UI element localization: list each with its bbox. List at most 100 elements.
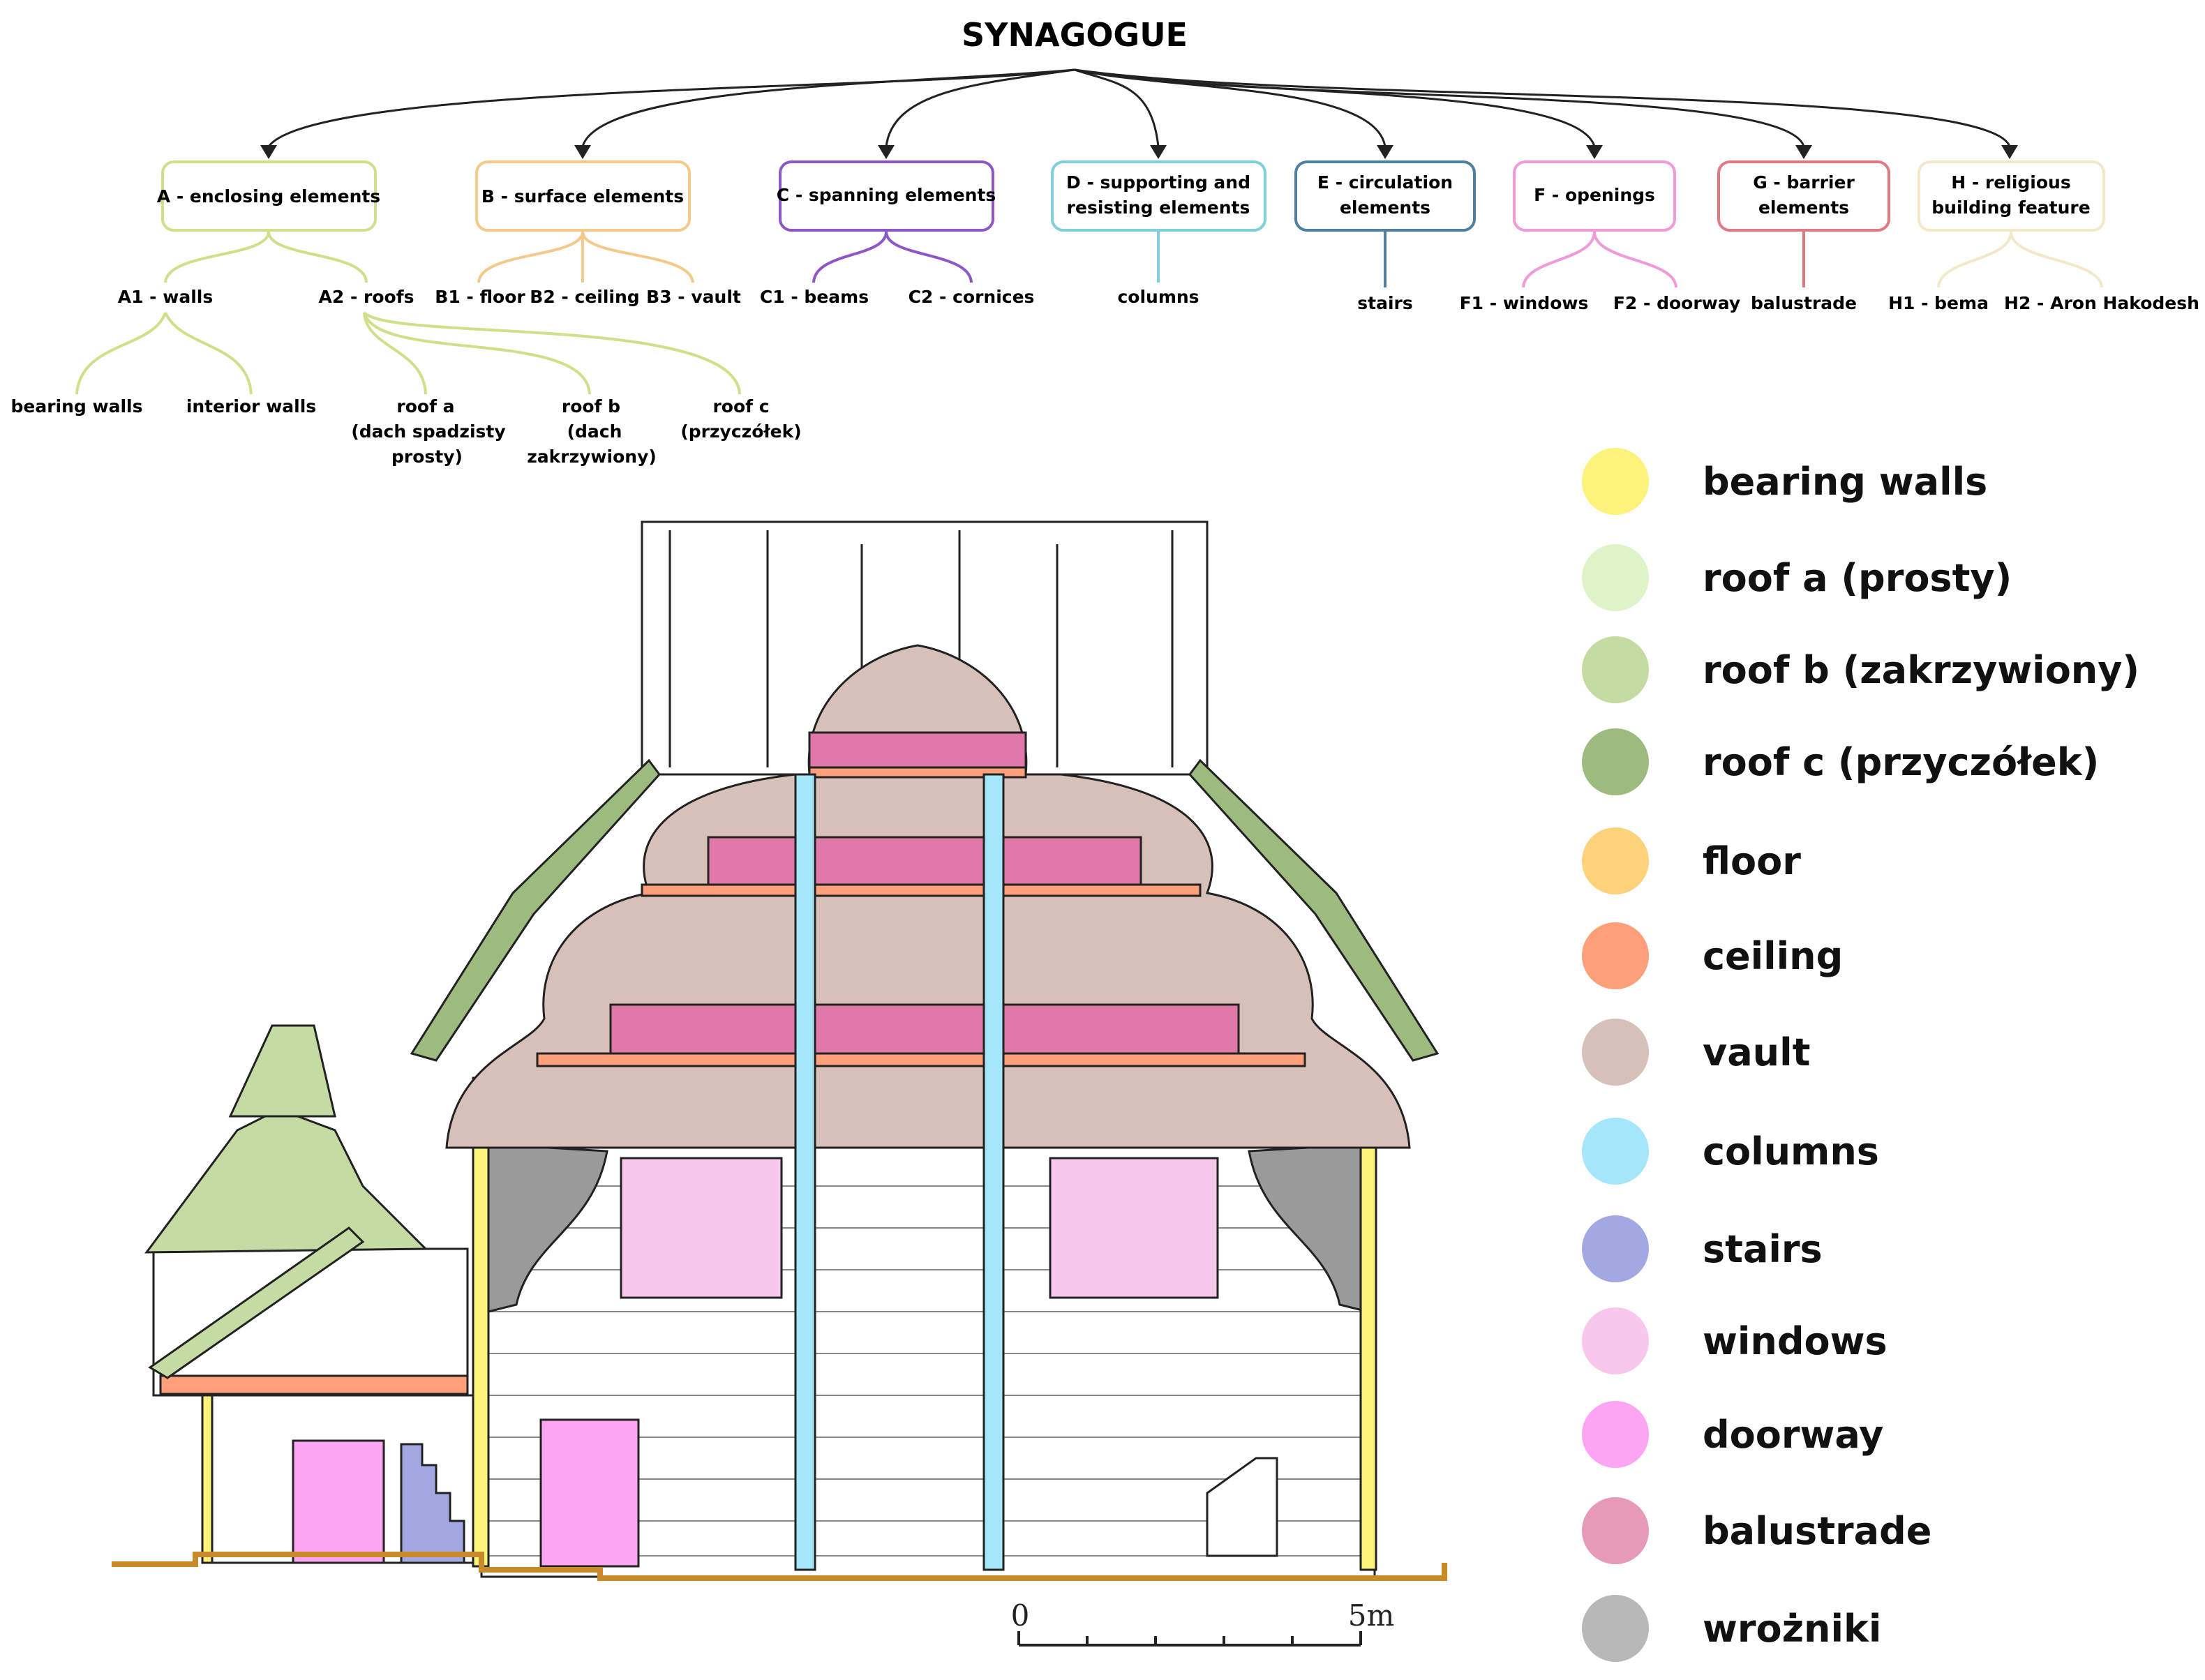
legend-label-1: bearing walls — [1703, 460, 1987, 504]
category-d-box: D - supporting and resisting elements — [1051, 160, 1266, 232]
legend-swatch-9 — [1582, 1215, 1649, 1282]
legend-label-9: stairs — [1703, 1227, 1823, 1271]
leaf-connectors — [75, 311, 741, 395]
category-e-label-line2: elements — [1340, 197, 1430, 218]
leaf-labels: bearing walls interior walls roof a (dac… — [10, 396, 801, 467]
legend-swatch-1 — [1582, 448, 1649, 515]
balustrade — [609, 731, 1240, 1062]
legend-swatch-5 — [1582, 827, 1649, 894]
category-h-label-line1: H - religious — [1951, 172, 2070, 193]
left-annex — [144, 1024, 476, 1564]
left-bearing-wall — [472, 1077, 490, 1568]
windows — [620, 1157, 1219, 1299]
sub-b2-ceiling: B2 - ceiling — [530, 287, 639, 307]
legend-swatch-2 — [1582, 544, 1649, 611]
sub-h2-aron-hakodesh: H2 - Aron Hakodesh — [2004, 293, 2199, 313]
scale-start-label: 0 — [1011, 1598, 1030, 1633]
ceilings — [536, 766, 1306, 1067]
sub-balustrade: balustrade — [1751, 293, 1857, 313]
sub-f1-windows: F1 - windows — [1460, 293, 1589, 313]
sub-c1-beams: C1 - beams — [760, 287, 869, 307]
leaf-roof-b-line2: (dach — [567, 421, 622, 442]
annex-door — [292, 1439, 385, 1564]
category-c-label: C - spanning elements — [777, 185, 996, 205]
category-g-label-line2: elements — [1758, 197, 1849, 218]
category-g-box: G - barrier elements — [1717, 160, 1890, 232]
annex-slope-roof — [148, 1227, 365, 1379]
leaf-bearing-walls: bearing walls — [10, 396, 142, 417]
legend-swatch-11 — [1582, 1401, 1649, 1468]
scale-bar: 0 5m — [1011, 1598, 1395, 1647]
category-b-box: B - surface elements — [475, 160, 691, 232]
subcategory-connectors — [164, 231, 2103, 288]
sub-a1-walls: A1 - walls — [118, 287, 214, 307]
sub-f2-doorway: F2 - doorway — [1613, 293, 1740, 313]
category-e-box: E - circulation elements — [1294, 160, 1476, 232]
main-doorway — [539, 1418, 640, 1568]
legend-swatch-12 — [1582, 1497, 1649, 1564]
legend-label-13: wrożniki — [1703, 1607, 1881, 1651]
category-e-label-line1: E - circulation — [1317, 172, 1453, 193]
legend-swatch-3 — [1582, 636, 1649, 703]
roof-c — [410, 758, 1440, 1062]
classification-tree: SYNAGOGUE A - enclosing ele — [10, 16, 2199, 467]
leaf-roof-b-line3: zakrzywiony) — [527, 447, 657, 467]
annex-tower-roof — [144, 1108, 428, 1254]
legend-swatch-6 — [1582, 922, 1649, 989]
category-boxes: A - enclosing elements B - surface eleme… — [157, 160, 2105, 232]
legend-label-12: balustrade — [1703, 1509, 1931, 1553]
right-bearing-wall — [1359, 1087, 1377, 1571]
category-f-box: F - openings — [1513, 160, 1676, 232]
arrowheads — [260, 145, 2018, 159]
category-f-label: F - openings — [1534, 185, 1655, 205]
legend: bearing walls roof a (prosty) roof b (zakr… — [1582, 448, 2139, 1662]
legend-label-10: windows — [1703, 1319, 1888, 1363]
category-h-label-line2: building feature — [1931, 197, 2090, 218]
category-a-label: A - enclosing elements — [157, 186, 380, 207]
legend-swatch-4 — [1582, 728, 1649, 795]
subcategory-labels: A1 - walls A2 - roofs B1 - floor B2 - ce… — [118, 287, 2199, 313]
legend-label-11: doorway — [1703, 1413, 1883, 1457]
legend-label-7: vault — [1703, 1030, 1810, 1074]
category-d-label-line2: resisting elements — [1067, 197, 1250, 218]
legend-swatch-13 — [1582, 1595, 1649, 1662]
leaf-roof-a-line2: (dach spadzisty — [351, 421, 505, 442]
sub-b1-floor: B1 - floor — [435, 287, 525, 307]
legend-label-2: roof a (prosty) — [1703, 556, 2012, 600]
legend-swatch-8 — [1582, 1118, 1649, 1185]
sub-c2-cornices: C2 - cornices — [909, 287, 1035, 307]
legend-swatch-10 — [1582, 1307, 1649, 1374]
floor-line — [112, 1552, 1447, 1581]
legend-label-6: ceiling — [1703, 934, 1843, 978]
leaf-interior-walls: interior walls — [186, 396, 316, 417]
category-a-box: A - enclosing elements — [157, 160, 380, 232]
annex-stairs — [400, 1443, 465, 1564]
category-g-label-line1: G - barrier — [1753, 172, 1855, 193]
category-c-box: C - spanning elements — [777, 160, 996, 232]
leaf-roof-c-line2: (przyczółek) — [680, 421, 801, 442]
category-h-box: H - religious building feature — [1918, 160, 2105, 232]
sub-a2-roofs: A2 - roofs — [319, 287, 414, 307]
scale-end-label: 5m — [1348, 1598, 1395, 1633]
leaf-roof-c-line1: roof c — [712, 396, 769, 417]
wrozniki — [487, 1143, 1369, 1313]
category-b-label: B - surface elements — [481, 186, 684, 207]
root-arrows — [267, 68, 2011, 147]
leaf-roof-a-line3: prosty) — [391, 447, 463, 467]
legend-label-3: roof b (zakrzywiony) — [1703, 648, 2139, 692]
sub-b3-vault: B3 - vault — [646, 287, 741, 307]
sub-columns: columns — [1117, 287, 1199, 307]
legend-label-5: floor — [1703, 839, 1801, 883]
tree-root-title: SYNAGOGUE — [962, 16, 1188, 54]
sub-h1-bema: H1 - bema — [1888, 293, 1989, 313]
sub-stairs: stairs — [1357, 293, 1412, 313]
synagogue-section-drawing — [112, 520, 1447, 1581]
legend-swatch-7 — [1582, 1019, 1649, 1086]
leaf-roof-a-line1: roof a — [396, 396, 454, 417]
leaf-roof-b-line1: roof b — [562, 396, 620, 417]
category-d-label-line1: D - supporting and — [1066, 172, 1250, 193]
legend-label-4: roof c (przyczółek) — [1703, 740, 2099, 784]
legend-label-8: columns — [1703, 1130, 1879, 1173]
columns — [794, 773, 1005, 1571]
